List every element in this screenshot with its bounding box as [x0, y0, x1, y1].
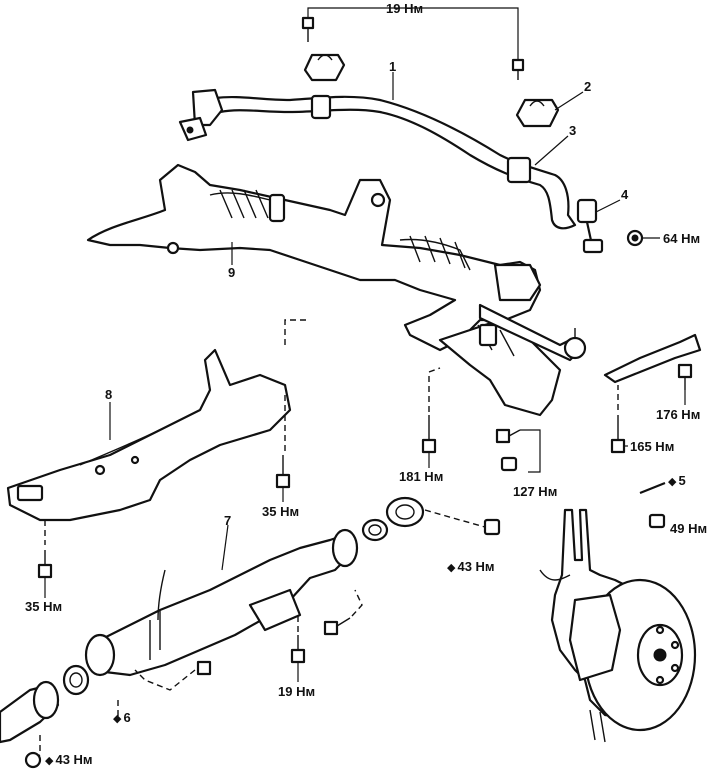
torque-label-49: 49 Нм [670, 521, 708, 536]
gasket-icon [385, 496, 425, 528]
callout-4: 4 [621, 187, 629, 202]
bolt-icon [495, 428, 521, 444]
torque-label-176: 176 Нм [656, 407, 701, 422]
bolt-icon [323, 617, 351, 636]
torque-label-35-mid: 35 Нм [262, 504, 300, 519]
steering-knuckle-icon [539, 508, 697, 743]
torque-label-43-mid: ◆43 Нм [447, 559, 495, 574]
gasket-icon [361, 518, 389, 542]
subframe-icon [6, 348, 292, 522]
bolt-icon [301, 16, 315, 42]
callout-8: 8 [105, 387, 113, 402]
callout-1: 1 [389, 59, 397, 74]
nut-icon [626, 229, 644, 247]
torque-label-35-left: 35 Нм [25, 599, 63, 614]
torque-label-64: 64 Нм [663, 231, 701, 246]
subframe-icon [438, 318, 562, 417]
bracket-icon [515, 98, 560, 128]
callout-6: ◆6 [113, 710, 131, 725]
diamond-icon: ◆ [45, 755, 54, 767]
nut-icon [483, 518, 501, 536]
torque-label-127: 127 Нм [513, 484, 558, 499]
bolt-icon [37, 550, 53, 579]
torque-label-43-bottom: ◆43 Нм [45, 752, 93, 767]
stabilizer-bar-icon [178, 88, 577, 230]
gasket-icon [62, 664, 90, 696]
diamond-icon: ◆ [447, 562, 456, 574]
bolt-icon [639, 481, 666, 495]
bolt-icon [511, 58, 525, 80]
nut-icon [500, 456, 518, 472]
stabilizer-link-icon [576, 198, 604, 254]
crossmember-icon [86, 163, 542, 352]
torque-label-181: 181 Нм [399, 469, 444, 484]
bolt-icon [196, 660, 212, 676]
bolt-icon [677, 363, 693, 390]
nut-icon [648, 513, 666, 529]
bolt-icon [421, 415, 437, 454]
torque-label-19-top: 19 Нм [386, 1, 424, 16]
exhaust-pipe-icon [84, 528, 359, 677]
callout-2: 2 [584, 79, 592, 94]
torque-label-19-bottom: 19 Нм [278, 684, 316, 699]
bracket-icon [303, 53, 346, 82]
callout-9: 9 [228, 265, 236, 280]
torque-label-165: 165 Нм [630, 439, 675, 454]
exhaust-pipe-icon [0, 680, 60, 744]
callout-3: 3 [569, 123, 577, 138]
bolt-icon [610, 415, 626, 454]
callout-5: ◆5 [668, 473, 686, 488]
diamond-icon: ◆ [668, 476, 677, 488]
callout-7: 7 [224, 513, 232, 528]
nut-icon [24, 751, 42, 769]
bolt-icon [275, 455, 291, 489]
bracket-icon [603, 333, 702, 384]
diamond-icon: ◆ [113, 713, 122, 725]
bolt-icon [290, 635, 306, 664]
lower-arm-icon [478, 303, 587, 362]
top-bracket-bolts [301, 7, 525, 80]
